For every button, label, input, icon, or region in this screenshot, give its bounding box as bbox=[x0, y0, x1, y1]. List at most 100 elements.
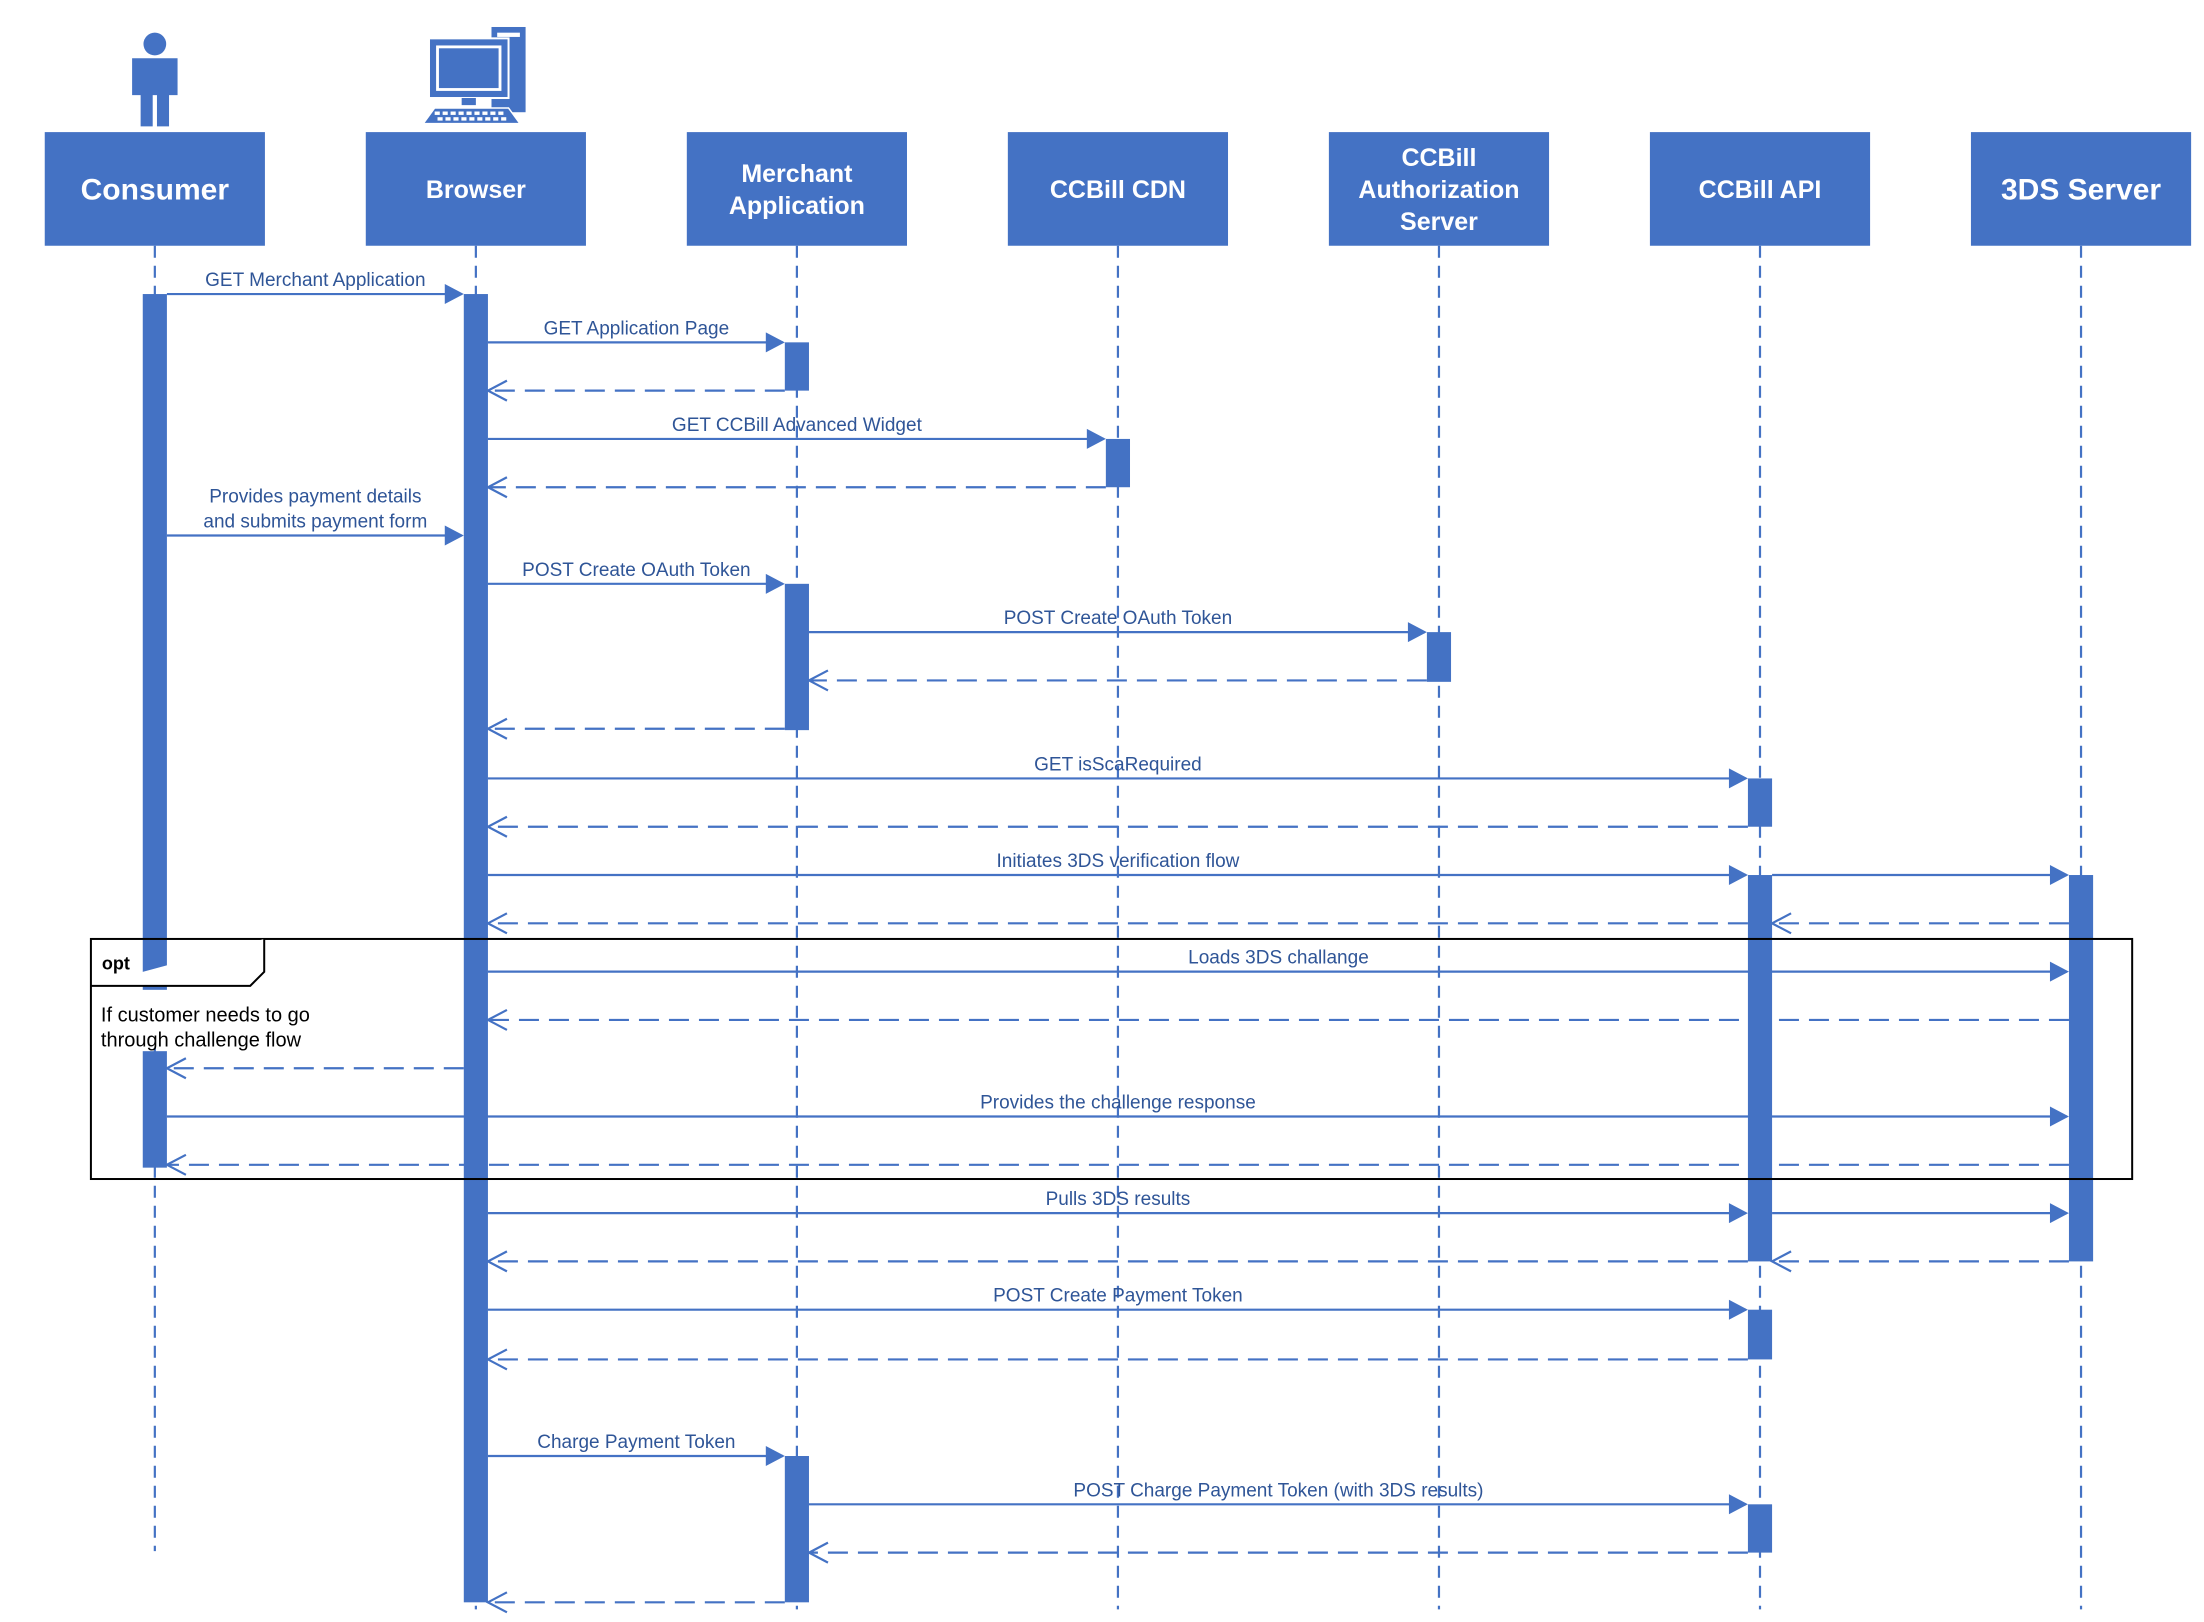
activation-bar-cdn bbox=[1105, 438, 1131, 488]
message-label: Provides the challenge response bbox=[980, 1093, 1256, 1114]
arrowhead bbox=[485, 717, 508, 740]
arrowhead bbox=[1769, 912, 1792, 935]
keyboard-key bbox=[453, 117, 459, 121]
participant-box bbox=[1970, 132, 2192, 246]
arrowhead bbox=[765, 332, 785, 353]
arrowhead bbox=[164, 1153, 187, 1176]
message-label: Loads 3DS challange bbox=[1188, 948, 1369, 969]
message-label: POST Charge Payment Token (with 3DS resu… bbox=[1073, 1480, 1483, 1501]
keyboard-key bbox=[458, 111, 464, 115]
message-label: POST Create OAuth Token bbox=[522, 560, 750, 581]
arrowhead bbox=[485, 1348, 508, 1371]
message-label: Initiates 3DS verification flow bbox=[996, 851, 1239, 872]
message-return-cdn-to-browser bbox=[485, 476, 1106, 499]
message-return-api-to-browser bbox=[485, 912, 1748, 935]
message-call-consumer-to-threeds: Provides the challenge response bbox=[166, 1093, 2069, 1127]
opt-guard-condition: If customer needs to go bbox=[101, 1004, 310, 1026]
arrowhead bbox=[765, 573, 785, 594]
guard-backing bbox=[92, 989, 353, 1048]
message-call-api-to-threeds bbox=[1772, 1203, 2069, 1224]
arrowhead bbox=[1728, 1203, 1748, 1224]
participant-box bbox=[1007, 132, 1229, 246]
activation-bar-threeds bbox=[2068, 875, 2094, 1262]
activation-bars bbox=[142, 294, 2094, 1603]
message-return-api-to-browser bbox=[485, 815, 1748, 838]
keyboard-key bbox=[490, 111, 496, 115]
activation-bar-consumer bbox=[142, 294, 167, 998]
activation-bar-auth bbox=[1426, 632, 1452, 682]
message-call-browser-to-api: POST Create Payment Token bbox=[487, 1286, 1748, 1320]
keyboard-key bbox=[501, 117, 507, 121]
message-return-merchant-to-browser bbox=[485, 379, 785, 402]
arrowhead bbox=[2049, 1203, 2069, 1224]
keyboard-key bbox=[437, 117, 443, 121]
arrowhead bbox=[485, 1250, 508, 1273]
consumer-person-icon bbox=[132, 32, 178, 127]
message-return-browser-to-consumer bbox=[164, 1057, 464, 1080]
keyboard-key bbox=[474, 111, 480, 115]
message-label: POST Create Payment Token bbox=[993, 1286, 1243, 1307]
message-return-merchant-to-browser bbox=[485, 717, 785, 740]
message-call-browser-to-api: Pulls 3DS results bbox=[487, 1189, 1748, 1224]
arrowhead bbox=[1728, 1494, 1748, 1515]
message-call-browser-to-merchant: POST Create OAuth Token bbox=[487, 560, 785, 594]
participant-label: CCBill bbox=[1401, 144, 1476, 172]
participant-label: Consumer bbox=[81, 174, 230, 207]
participant-consumer: Consumer bbox=[44, 132, 265, 246]
participant-label: Browser bbox=[426, 176, 526, 204]
message-label: Provides payment details bbox=[209, 487, 421, 508]
monitor-screen-inner bbox=[438, 48, 499, 89]
arrowhead bbox=[485, 1008, 508, 1031]
arrowhead bbox=[2049, 961, 2069, 982]
message-call-merchant-to-api: POST Charge Payment Token (with 3DS resu… bbox=[808, 1480, 1748, 1515]
message-call-api-to-threeds bbox=[1772, 865, 2069, 886]
message-call-browser-to-api: GET isScaRequired bbox=[487, 754, 1748, 789]
arrowhead bbox=[485, 476, 508, 499]
participant-cdn: CCBill CDN bbox=[1007, 132, 1229, 246]
participant-label: Server bbox=[1400, 208, 1478, 236]
actor-icons bbox=[132, 26, 526, 127]
arrowhead bbox=[485, 379, 508, 402]
arrowhead bbox=[164, 1057, 187, 1080]
message-return-threeds-to-api bbox=[1769, 1250, 2069, 1273]
keyboard-key bbox=[434, 111, 440, 115]
participant-api: CCBill API bbox=[1649, 132, 1871, 246]
message-label: Pulls 3DS results bbox=[1046, 1189, 1191, 1210]
message-call-browser-to-threeds: Loads 3DS challange bbox=[487, 948, 2069, 982]
participant-box bbox=[686, 132, 907, 246]
arrowhead bbox=[1728, 865, 1748, 886]
message-return-api-to-browser bbox=[485, 1348, 1748, 1371]
keyboard-key bbox=[466, 111, 472, 115]
message-label: GET Merchant Application bbox=[205, 270, 425, 291]
arrowhead bbox=[806, 1541, 829, 1564]
opt-guard-condition: through challenge flow bbox=[101, 1029, 302, 1051]
opt-frame bbox=[89, 937, 2134, 1181]
arrowhead bbox=[485, 912, 508, 935]
participant-label: CCBill CDN bbox=[1050, 176, 1186, 204]
message-return-api-to-browser bbox=[485, 1250, 1748, 1273]
arrowhead bbox=[485, 1591, 508, 1614]
message-return-auth-to-merchant bbox=[806, 669, 1427, 692]
arrowhead bbox=[485, 815, 508, 838]
message-return-threeds-to-consumer bbox=[164, 1153, 2069, 1176]
keyboard-key bbox=[493, 117, 499, 121]
arrowhead bbox=[1769, 1250, 1792, 1273]
tower-slot bbox=[497, 32, 520, 37]
participant-box bbox=[365, 132, 586, 246]
message-label: GET Application Page bbox=[544, 318, 730, 339]
participant-label: Application bbox=[729, 192, 865, 220]
arrowhead bbox=[1086, 428, 1106, 449]
participant-label: 3DS Server bbox=[2001, 174, 2161, 207]
arrowhead bbox=[806, 669, 829, 692]
opt-tab bbox=[90, 938, 266, 987]
activation-bar-api bbox=[1747, 875, 1773, 1262]
keyboard-key bbox=[442, 111, 448, 115]
computer-keyboard bbox=[421, 107, 522, 125]
participant-threeds: 3DS Server bbox=[1970, 132, 2192, 246]
